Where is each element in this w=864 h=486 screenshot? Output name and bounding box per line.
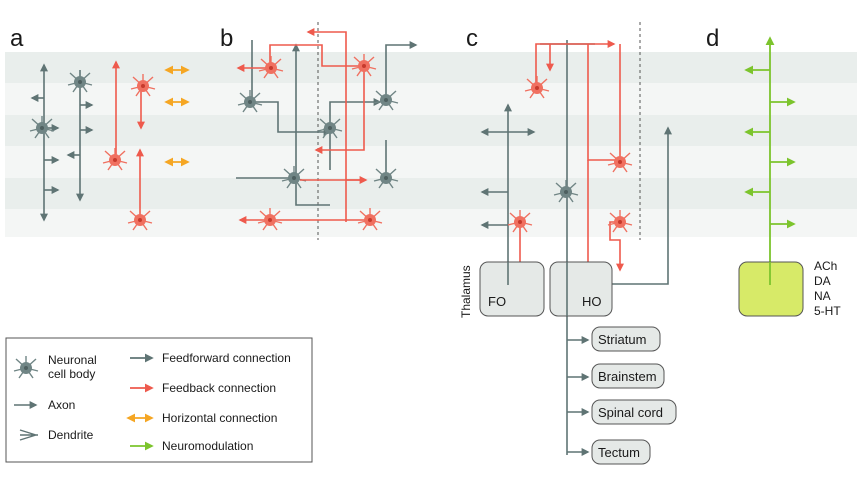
- legend-feedforward-label: Feedforward connection: [162, 351, 291, 365]
- target-brainstem: [591, 363, 665, 389]
- panel-label-b: b: [220, 25, 233, 52]
- panel-c: FO HO Thalamus Striatum Brainstem Spinal…: [459, 40, 677, 465]
- panel-a: [29, 60, 190, 231]
- neuromodulator-na: NA: [814, 289, 831, 303]
- panel-label-a: a: [10, 25, 24, 52]
- legend-cell-label-1: Neuronal: [48, 353, 97, 367]
- target-striatum: [591, 326, 661, 352]
- target-label-spinal-cord: Spinal cord: [598, 405, 663, 420]
- panel-label-d: d: [706, 25, 719, 52]
- panel-d: ACh DA NA 5-HT: [738, 36, 841, 318]
- target-label-brainstem: Brainstem: [598, 369, 657, 384]
- neuromodulator-5ht: 5-HT: [814, 304, 841, 318]
- legend-feedback-label: Feedback connection: [162, 381, 276, 395]
- fo-nucleus: [479, 261, 545, 317]
- legend-dendrite-icon: [19, 429, 38, 441]
- thalamus-label: Thalamus: [459, 265, 473, 318]
- target-spinal-cord: [591, 399, 677, 425]
- legend-axon-label: Axon: [48, 398, 75, 412]
- cortical-layers: [5, 52, 857, 237]
- legend-neuromodulation-label: Neuromodulation: [162, 439, 253, 453]
- panel-label-c: c: [466, 25, 478, 52]
- legend-cell-label-2: cell body: [48, 367, 95, 381]
- legend: Neuronal cell body Axon Dendrite Feedfor…: [5, 337, 313, 463]
- legend-horizontal-label: Horizontal connection: [162, 411, 277, 425]
- neuromodulatory-nucleus: [738, 261, 804, 317]
- ho-label: HO: [582, 294, 602, 309]
- fo-label: FO: [488, 294, 506, 309]
- target-label-striatum: Striatum: [598, 332, 646, 347]
- neuromodulator-ach: ACh: [814, 259, 837, 273]
- legend-dendrite-label: Dendrite: [48, 428, 94, 442]
- neuromodulator-da: DA: [814, 274, 831, 288]
- panel-b: [236, 28, 418, 231]
- ho-nucleus: [549, 261, 613, 317]
- target-label-tectum: Tectum: [598, 445, 640, 460]
- target-tectum: [591, 439, 651, 465]
